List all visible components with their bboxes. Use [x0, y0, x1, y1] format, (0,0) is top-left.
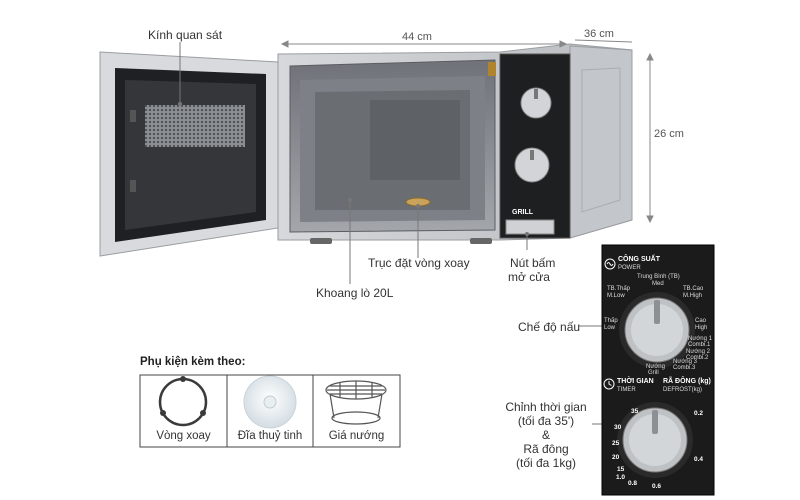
accessories-panel — [139, 374, 401, 448]
power-level-mlow-en: M.Low — [607, 293, 625, 299]
label-window: Kính quan sát — [148, 28, 223, 42]
label-timer-line1: Chỉnh thời gian — [505, 400, 587, 414]
control-panel-zoom — [601, 244, 715, 496]
power-level-combi1-en: Combi.1 — [688, 342, 711, 348]
open-door — [99, 51, 279, 257]
door-window-mesh — [145, 105, 245, 147]
caption-roller-ring: Vòng xoay — [156, 430, 211, 442]
power-knob-small[interactable] — [520, 87, 552, 119]
grill-rack-icon — [325, 380, 387, 425]
power-level-low-vi: Thấp — [604, 318, 618, 324]
power-level-high-vi: Cao — [695, 318, 707, 324]
label-cavity: Khoang lò 20L — [316, 286, 394, 300]
defrost-tick-0-2: 0.2 — [694, 410, 704, 417]
defrost-title: RÃ ĐÔNG (kg) — [663, 378, 711, 385]
power-level-combi3-en: Combi.3 — [673, 365, 696, 371]
door-open-button[interactable] — [505, 219, 555, 235]
timer-tick-20: 20 — [612, 454, 620, 461]
label-width-dimension: 44 cm — [402, 31, 432, 43]
label-timer-line5: (tối đa 1kg) — [515, 456, 577, 470]
power-level-med-en: Med — [652, 281, 664, 287]
caption-glass-plate: Đĩa thuỷ tinh — [237, 430, 303, 442]
front-control-panel: GRILL — [499, 53, 571, 239]
label-height-dimension: 26 cm — [654, 128, 684, 140]
defrost-subtitle: DEFROST(kg) — [663, 387, 702, 393]
microwave-body — [277, 43, 633, 244]
label-depth-dimension: 36 cm — [584, 28, 614, 40]
control-panel-face — [499, 53, 571, 239]
label-door-button-line2: mở cửa — [508, 270, 550, 284]
power-level-mhigh-vi: TB.Cao — [683, 286, 704, 292]
accessories-title: Phụ kiện kèm theo: — [140, 356, 246, 368]
timer-subtitle: TIMER — [617, 387, 636, 393]
timer-title: THỜI GIAN — [617, 378, 654, 385]
caption-grill-rack: Giá nướng — [328, 430, 385, 442]
power-level-mhigh-en: M.High — [683, 293, 703, 299]
label-turntable-axis: Trục đặt vòng xoay — [368, 256, 470, 270]
power-icon — [604, 258, 616, 270]
power-level-mlow-vi: TB.Thấp — [607, 286, 631, 292]
defrost-tick-1-0: 1.0 — [616, 474, 626, 481]
defrost-tick-0-4: 0.4 — [694, 456, 704, 463]
glass-plate-icon — [243, 375, 297, 429]
power-level-high-en: High — [695, 325, 708, 331]
power-level-combi1-vi: Nướng 1 — [688, 336, 712, 342]
label-timer-line2: (tối đa 35') — [517, 414, 575, 428]
power-title: CÔNG SUẤT — [618, 256, 660, 263]
clock-icon — [603, 378, 615, 390]
label-door-button-line1: Nút bấm — [510, 256, 556, 270]
power-level-combi2-vi: Nướng 2 — [686, 349, 710, 355]
power-level-med-vi: Trung Bình (TB) — [637, 274, 680, 280]
label-mode: Chế độ nấu — [518, 320, 581, 334]
label-timer-line3: & — [541, 428, 550, 442]
grill-badge: GRILL — [512, 209, 534, 216]
power-level-combi3-vi: Nướng 3 — [673, 359, 697, 365]
timer-tick-30: 30 — [614, 424, 622, 431]
defrost-tick-0-6: 0.6 — [652, 483, 662, 490]
power-level-low-en: Low — [604, 325, 616, 331]
power-level-combi2-en: Combi.2 — [686, 355, 709, 361]
timer-tick-35: 35 — [631, 408, 639, 415]
timer-tick-25: 25 — [612, 440, 620, 447]
roller-ring-icon — [158, 376, 208, 427]
power-level-grill-vi: Nướng — [646, 364, 665, 370]
timer-tick-15: 15 — [617, 466, 625, 473]
dimension-lines — [280, 39, 654, 224]
power-subtitle: POWER — [618, 265, 641, 271]
timer-knob-small[interactable] — [514, 147, 550, 183]
defrost-tick-0-8: 0.8 — [628, 480, 638, 487]
power-level-grill-en: Grill — [648, 370, 659, 376]
label-timer-line4: Rã đông — [523, 442, 569, 456]
